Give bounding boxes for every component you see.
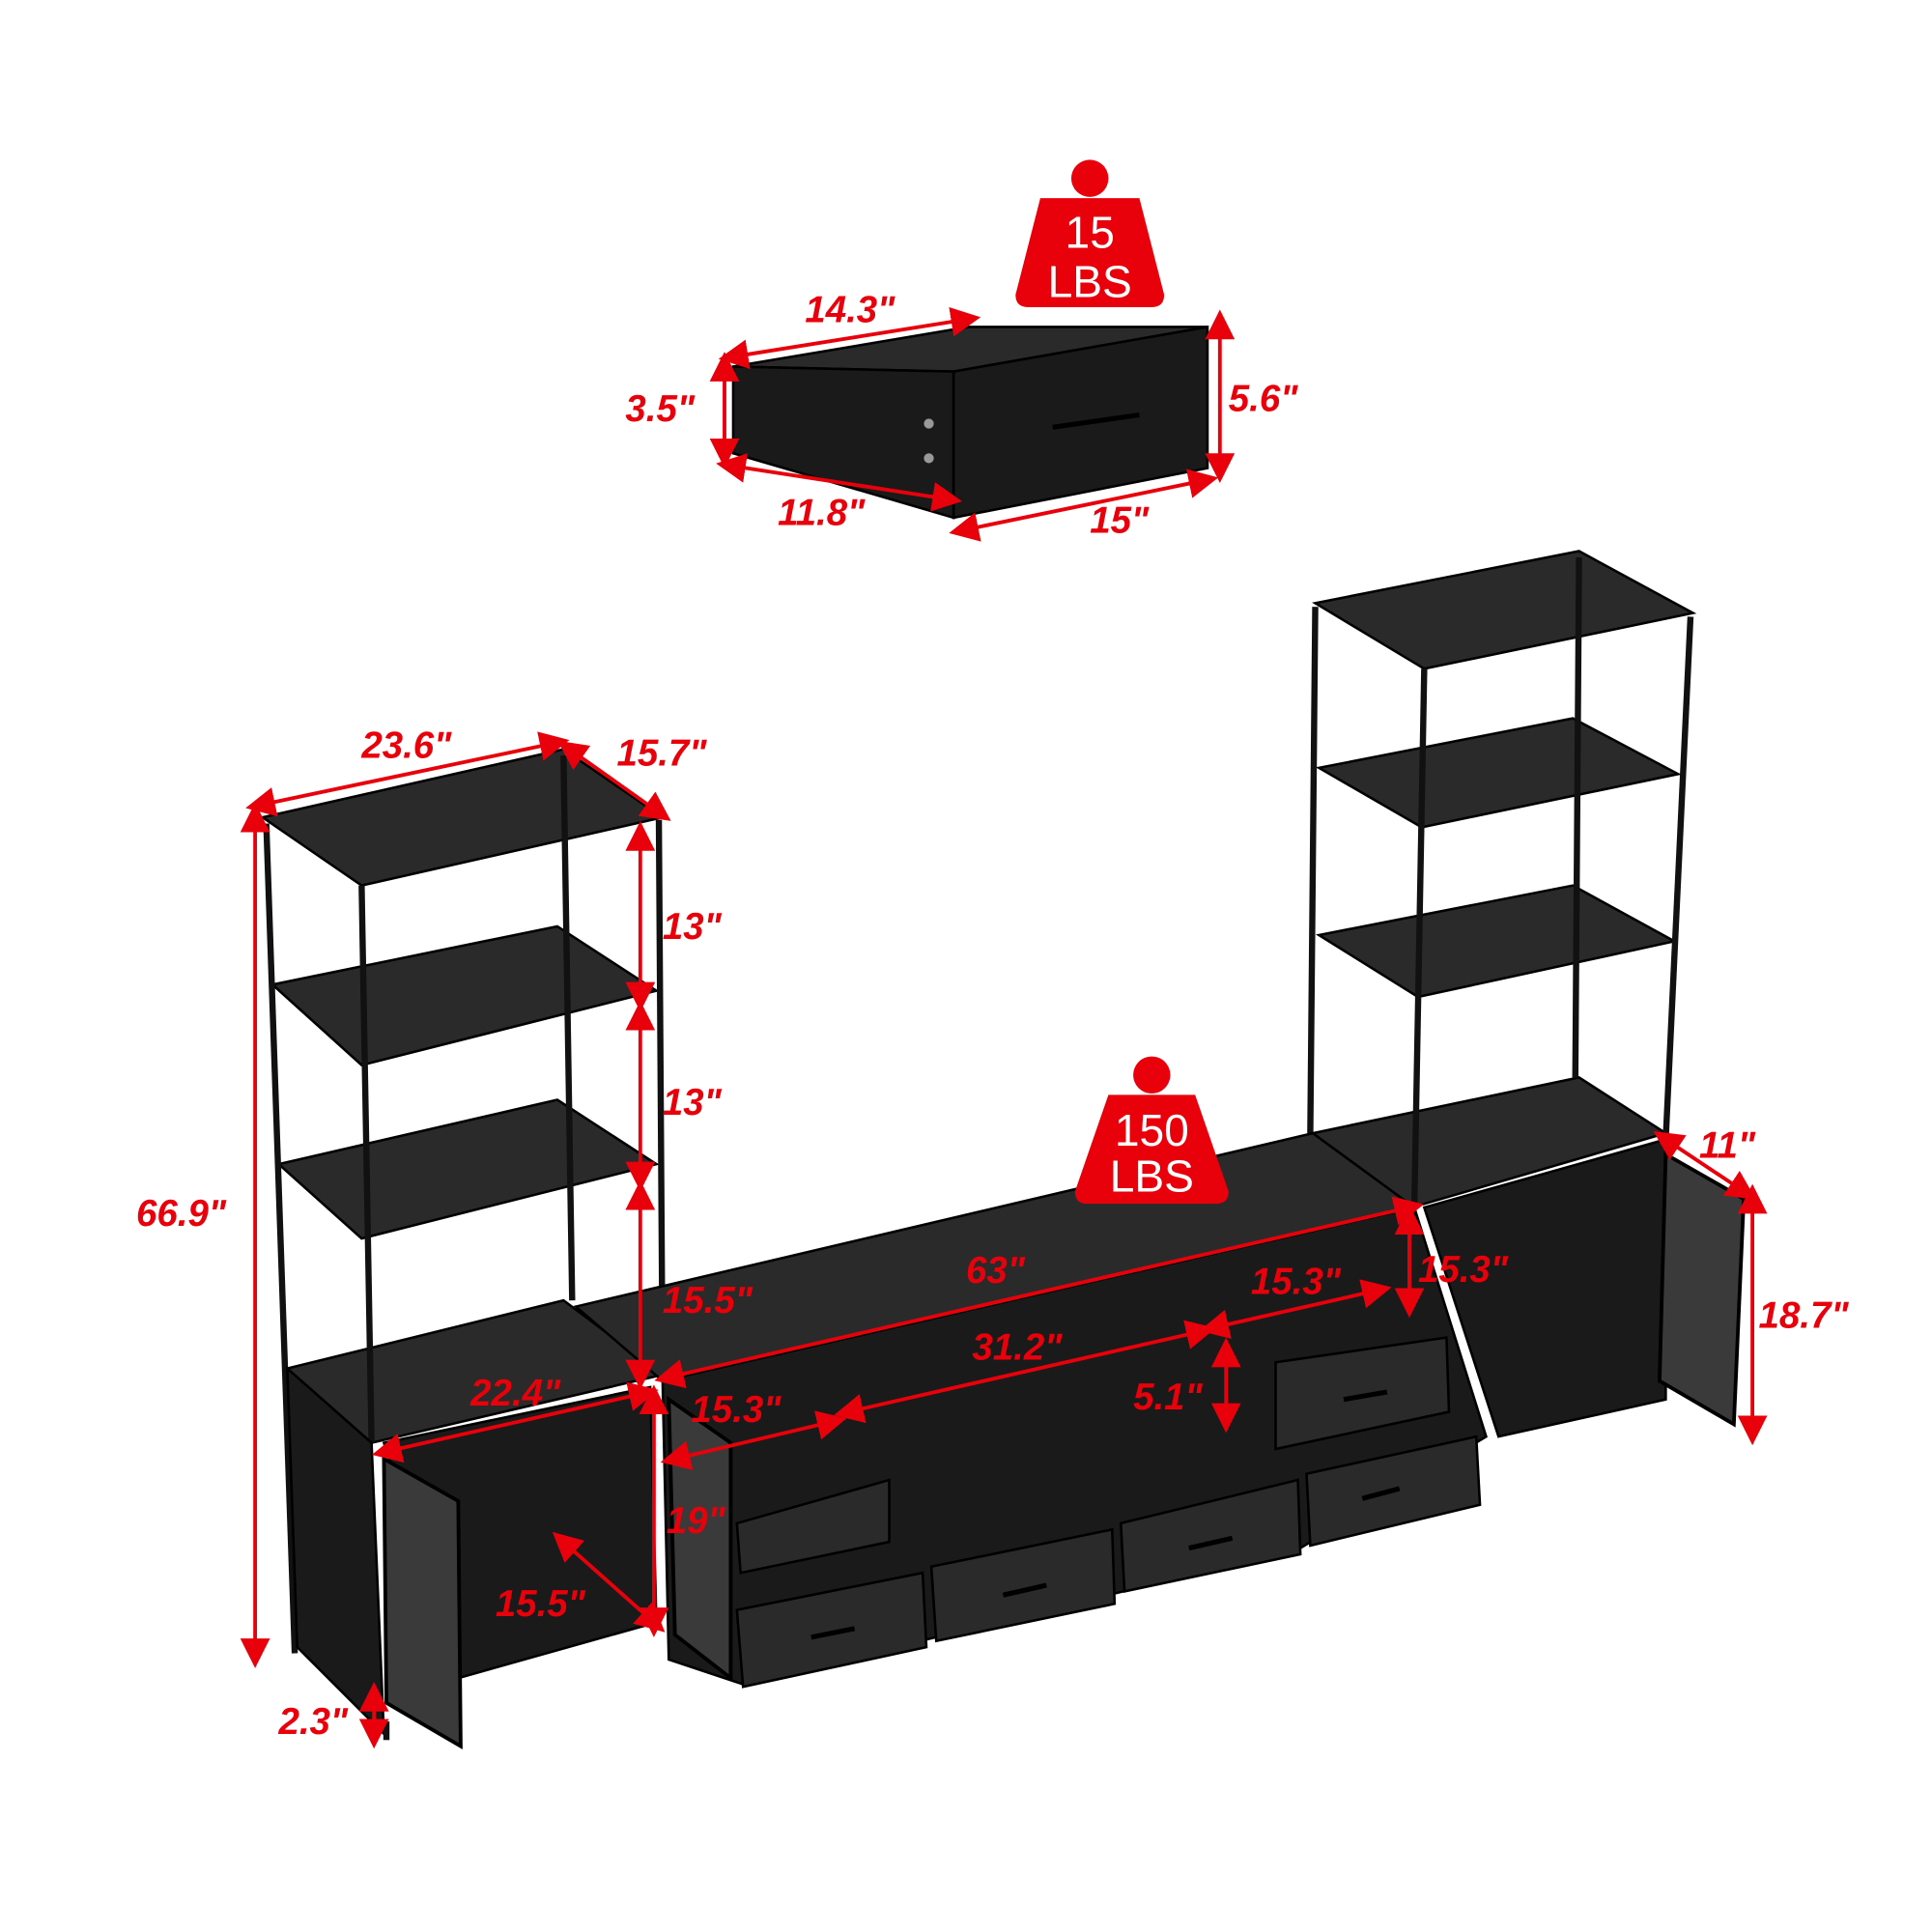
- bookshelf-depth: 15.7": [616, 732, 707, 774]
- tv-stand-weight-badge: 150 LBS: [1074, 1056, 1229, 1205]
- drawer-top-width: 14.3": [805, 289, 895, 330]
- drawer-dimensions: 14.3" 3.5" 5.6" 11.8" 15": [625, 289, 1298, 542]
- tv-stand-open-shelf-width: 15.3": [1251, 1262, 1342, 1303]
- drawer-depth: 11.8": [778, 493, 866, 534]
- drawer-inner-height: 3.5": [625, 388, 695, 430]
- bookshelf-cabinet-height: 18.7": [1759, 1294, 1850, 1336]
- drawer-illustration: [731, 325, 1209, 520]
- cabinet-height: 19": [667, 1500, 726, 1542]
- tv-stand-weight-unit: LBS: [1110, 1151, 1194, 1201]
- right-bookshelf: [1307, 550, 1747, 1438]
- shelf-gap-1: 13": [663, 906, 723, 948]
- tv-stand-side-height: 15.5": [663, 1280, 753, 1321]
- tv-stand-weight-value: 150: [1115, 1105, 1189, 1155]
- cabinet-width: 22.4": [469, 1373, 561, 1414]
- shelf-gap-2: 13": [663, 1082, 723, 1123]
- tv-stand-length: 63": [966, 1250, 1026, 1292]
- bookshelf-leg-height: 2.3": [277, 1701, 348, 1743]
- bookshelf-door-depth: 11": [1699, 1125, 1756, 1167]
- furniture-dimensions: 23.6" 15.7" 13" 13" 66.9" 2.3" 11" 18.7"…: [136, 725, 1850, 1749]
- drawer-weight-unit: LBS: [1048, 257, 1132, 307]
- drawer-weight-badge: 15 LBS: [1015, 159, 1165, 307]
- drawer-front-height: 5.6": [1229, 379, 1298, 420]
- left-bookshelf: [259, 748, 667, 1750]
- drawer-weight-value: 15: [1065, 207, 1115, 257]
- tv-stand-left-drawer-width: 15.3": [691, 1389, 781, 1431]
- bookshelf-total-height: 66.9": [136, 1193, 227, 1235]
- tv-stand-drawer-height: 5.1": [1133, 1377, 1203, 1418]
- cabinet-depth: 15.5": [496, 1583, 586, 1625]
- tv-stand-shelf-width: 31.2": [972, 1327, 1063, 1369]
- bookshelf-width: 23.6": [360, 725, 452, 767]
- drawer-front-width: 15": [1090, 499, 1150, 541]
- tv-stand-upper-height: 15.3": [1418, 1249, 1509, 1291]
